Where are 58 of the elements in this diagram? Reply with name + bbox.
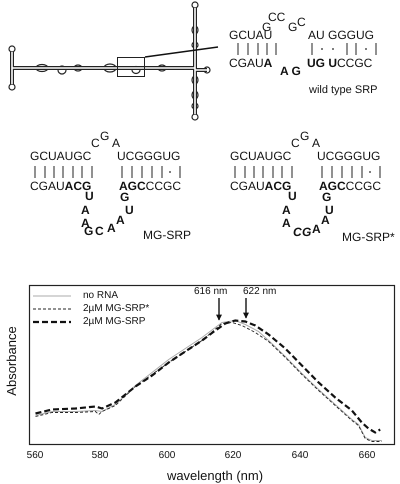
axis-title: wavelength (nm)	[166, 469, 264, 483]
leader-line	[144, 46, 218, 58]
structure-caption: MG-SRP	[143, 229, 191, 242]
sequence-text: AGCCCGC	[119, 180, 182, 193]
tick-label: 660	[358, 450, 376, 461]
legend-label: 2µM MG-SRP*	[83, 303, 150, 315]
nucleotide-letter: C	[91, 137, 100, 150]
sequence-text: AGCCCGC	[319, 180, 382, 193]
nucleotide-letter: U	[85, 190, 94, 203]
nucleotide-letter: A	[282, 204, 291, 217]
sequence-text: CGAUA	[229, 57, 272, 70]
nucleotide-letter: U	[288, 190, 297, 203]
axis-title: Absorbance	[5, 325, 19, 398]
nucleotide-letter: A	[107, 222, 116, 235]
nucleotide-letter: C	[291, 137, 300, 150]
nucleotide-letter: G	[288, 21, 298, 34]
nucleotide-letter: U	[125, 204, 134, 217]
sequence-text: GCUAUGC	[30, 150, 92, 163]
nucleotide-letter: A	[312, 137, 320, 150]
nucleotide-letter: C	[95, 225, 104, 238]
sequence-text: AU GGGUG	[308, 29, 374, 42]
legend-label: 2µM MG-SRP	[83, 316, 146, 328]
nucleotide-letter: A	[81, 204, 90, 217]
sequence-text: UCGGGUG	[317, 150, 380, 163]
nucleotide-letter: G	[120, 191, 130, 204]
sequence-text: CGAUACG	[230, 180, 292, 193]
tick-label: 640	[290, 450, 310, 461]
nucleotide-letter: G	[300, 130, 310, 143]
nucleotide-letter: C	[293, 226, 302, 239]
peak-label: 622 nm	[243, 286, 276, 298]
sequence-text: CGAUACG	[30, 180, 92, 193]
tick-label: 580	[90, 450, 110, 461]
arrow	[243, 298, 249, 319]
nucleotide-letter: U	[325, 204, 334, 217]
sequence-text: UCGGGUG	[117, 150, 180, 163]
nucleotide-letter: G	[302, 226, 312, 239]
sequence-text: GCUAUGC	[230, 150, 292, 163]
nucleotide-letter: A	[312, 223, 321, 236]
legend-label: no RNA	[83, 290, 118, 302]
nucleotide-letter: A	[321, 214, 330, 227]
nucleotide-letter: C	[297, 16, 306, 29]
tick-label: 560	[26, 450, 44, 461]
nucleotide-letter: A	[282, 217, 291, 230]
nucleotide-letter: A	[116, 214, 125, 227]
sequence-text: UG UCCGC	[307, 57, 372, 70]
nucleotide-letter: G	[84, 225, 94, 238]
nucleotide-letter: G	[100, 130, 110, 143]
peak-label: 616 nm	[194, 286, 228, 298]
arrow	[216, 298, 222, 321]
nucleotide-letter: A	[112, 137, 120, 150]
sequence-text: CC	[268, 11, 286, 24]
tick-label: 600	[158, 450, 176, 461]
zoom-frame	[117, 57, 145, 77]
nucleotide-letter: G	[322, 191, 332, 204]
structure-caption: wild type SRP	[309, 84, 378, 96]
tick-label: 620	[224, 450, 242, 461]
structure-caption: MG-SRP*	[342, 231, 395, 244]
sequence-text: A G	[280, 65, 301, 78]
